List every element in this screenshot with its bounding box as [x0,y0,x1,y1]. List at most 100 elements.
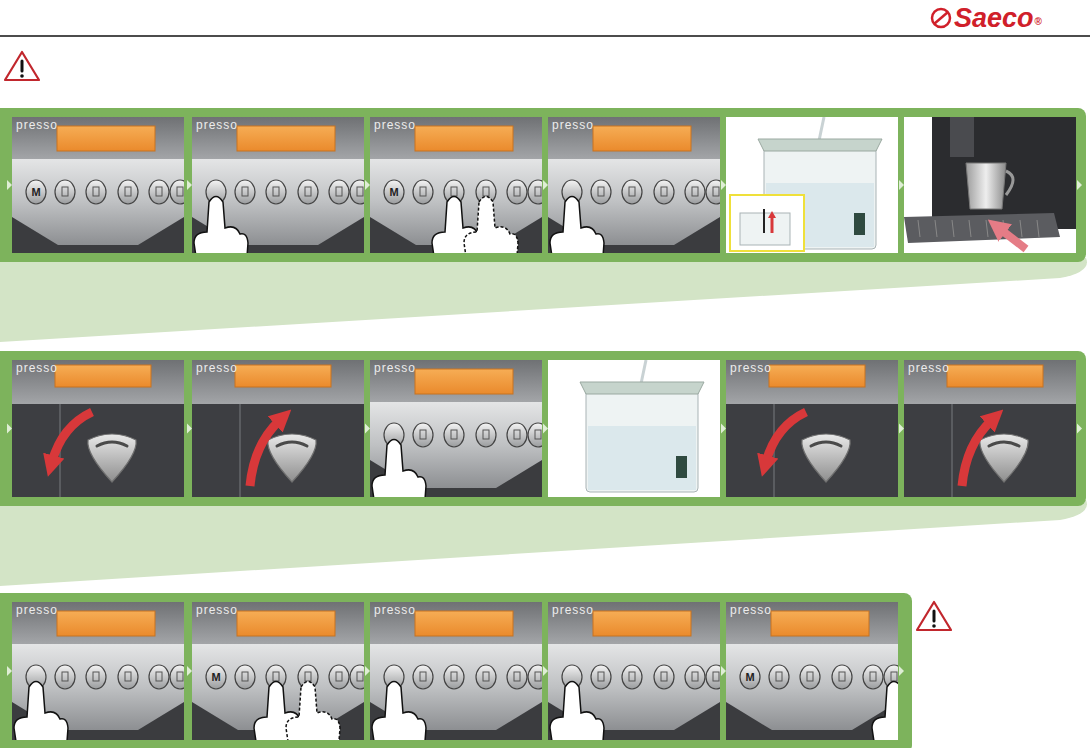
illustration-part [989,442,1019,446]
panel-button [266,180,286,204]
panel-button [444,665,464,689]
step-chevron [7,424,12,434]
illustration-part [12,117,184,159]
panel-button [685,180,705,204]
illustration-part [192,117,364,159]
step-chevron [365,666,370,676]
step-chevron [7,180,12,190]
control-fascia [12,159,184,245]
illustration-part [932,624,936,628]
display-brand-text: presso [16,361,58,375]
button-icon [273,187,279,196]
button-icon [156,187,162,196]
turn-arrow [250,420,280,486]
control-fascia [726,644,898,730]
button-icon [776,672,782,681]
display-screen [237,611,335,636]
display-screen [57,611,155,636]
panel-button [118,665,138,689]
illustration-part [370,602,542,644]
pointing-hand [372,440,426,498]
illustration-part [0,108,1086,262]
display-screen [415,611,513,636]
panel-button [706,665,720,689]
step-panel [904,360,1076,497]
step-chevron [1077,424,1082,434]
step-chevron [543,666,548,676]
display-brand-text: presso [196,603,238,617]
illustration-part [580,382,704,394]
panel-button [55,180,75,204]
button-icon [629,187,635,196]
display-brand-text: presso [196,361,238,375]
registered-mark: ® [1035,16,1042,27]
step-chevron [899,424,904,434]
illustration-part [986,220,988,237]
step-panels [12,117,1076,748]
step-chevron [187,424,192,434]
illustration-part [726,602,898,740]
step-panel [370,360,542,497]
step-chevron [899,180,904,190]
display-brand-text: presso [196,118,238,132]
illustration-part [20,74,24,78]
panel-button [800,665,820,689]
panel-button [528,180,542,204]
illustration-part [904,360,1076,404]
display-brand-text: presso [552,118,594,132]
display-screen [593,611,691,636]
illustration-part [12,360,184,404]
illustration-part [854,213,865,235]
step-panel [726,602,898,740]
illustration-part [1020,220,1022,237]
illustration-part [12,117,184,253]
turn-arrow [766,412,806,462]
button-icon [451,672,457,681]
illustration-part [904,360,1076,497]
button-label: M [384,184,404,200]
illustration-part [726,117,898,253]
coffee-machine [932,117,1076,229]
illustration-part [548,360,720,497]
pointing-hand [286,682,340,741]
panel-button [86,665,106,689]
illustration-part [0,593,912,748]
pointing-hand [872,682,898,741]
button-icon [62,187,68,196]
button-icon [125,187,131,196]
illustration-part [951,404,953,497]
panel-button [476,665,496,689]
panel-button [654,665,674,689]
button-icon [514,430,520,439]
step-chevron [187,666,192,676]
button-icon [692,672,698,681]
display-screen [237,126,335,151]
button-icon [273,672,279,681]
panel-button [384,180,404,204]
illustration-part [904,213,1060,243]
illustration-part [0,500,1087,586]
step-chevron [543,424,548,434]
display-screen [415,369,513,394]
panel-button [591,180,611,204]
pointing-hand [14,682,68,741]
button-icon [336,187,342,196]
display-brand-text: presso [908,361,950,375]
button-icon [93,187,99,196]
button-icon [336,672,342,681]
button-icon [156,672,162,681]
illustration-part [370,360,542,402]
panel-button [235,665,255,689]
illustration-part [918,220,920,237]
illustration-part [969,220,971,237]
turn-arrow [962,420,992,486]
step-chevron [899,666,904,676]
illustration-part [980,434,1028,482]
panel-button [528,423,542,447]
button-icon [420,430,426,439]
panel-button [298,180,318,204]
illustration-part [758,139,882,151]
illustration-part [0,35,1090,37]
step-chevron [543,180,548,190]
